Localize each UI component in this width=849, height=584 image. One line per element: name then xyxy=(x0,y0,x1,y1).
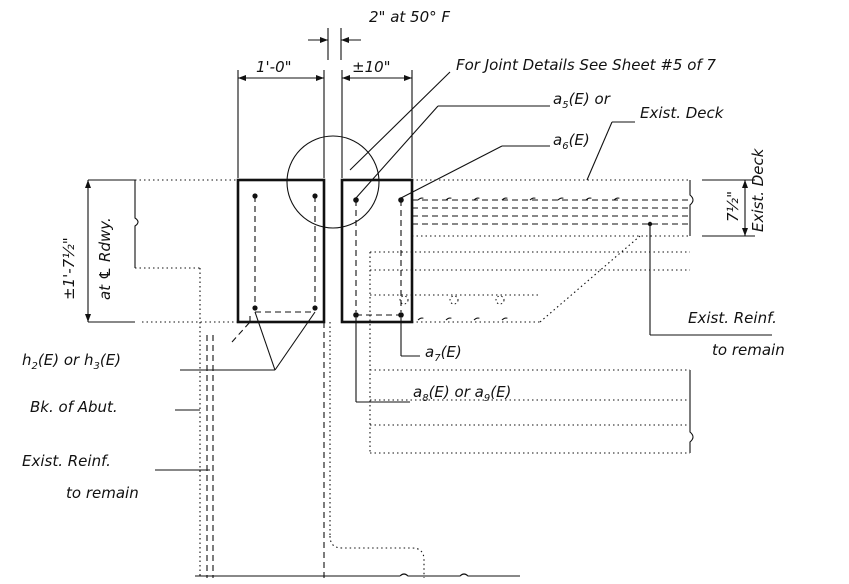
gap-dimension xyxy=(308,28,361,60)
exist-reinf-left-line1: Exist. Reinf. xyxy=(22,452,111,470)
joint-details-note: For Joint Details See Sheet #5 of 7 xyxy=(456,56,716,74)
backwall-reinforcement xyxy=(252,193,318,313)
a6-leader xyxy=(400,145,503,199)
existing-deck xyxy=(370,179,694,322)
backwall-block xyxy=(236,178,326,324)
depth-label: ±1'-7½" xyxy=(60,237,78,300)
a7-label: a7(E) xyxy=(425,343,462,364)
left-width-label: 1'-0" xyxy=(256,58,292,76)
h-bar-label: h2(E) or h3(E) xyxy=(22,351,121,372)
deck-depth-dimension xyxy=(702,179,755,237)
joint-detail-circle xyxy=(286,135,380,229)
deck-depth-label: 7½" xyxy=(724,191,742,222)
gap-dimension-label: 2" at 50° F xyxy=(369,8,450,26)
deck-end-reinforcement xyxy=(353,197,404,318)
exist-reinf-left-line2: to remain xyxy=(66,484,139,502)
at-centerline-label: at ℄ Rdwy. xyxy=(96,217,114,300)
exist-reinf-right-line1: Exist. Reinf. xyxy=(688,309,777,327)
h-bar-leader-1 xyxy=(254,311,276,371)
abutment-wall xyxy=(195,312,520,578)
a6-label: a6(E) xyxy=(553,131,590,152)
joint-details-leader xyxy=(349,71,451,171)
exist-reinf-right-line2: to remain xyxy=(712,341,785,359)
exist-deck-label: Exist. Deck xyxy=(640,104,725,122)
h-bar-leader-2 xyxy=(274,311,316,371)
exist-deck-leader xyxy=(586,121,613,181)
a8-label: a8(E) or a9(E) xyxy=(413,383,511,404)
approach-slab-outline xyxy=(134,179,238,578)
width-dimensions xyxy=(237,70,413,178)
a5-label: a5(E) or xyxy=(553,90,611,111)
exist-deck-vertical-label: Exist. Deck xyxy=(749,147,767,232)
right-width-label: ±10" xyxy=(352,58,391,76)
depth-dimension xyxy=(85,179,135,323)
right-reinf-dot xyxy=(647,221,653,227)
back-of-abutment-label: Bk. of Abut. xyxy=(30,398,118,416)
girder-outline xyxy=(369,235,694,454)
a5-leader xyxy=(355,105,439,199)
